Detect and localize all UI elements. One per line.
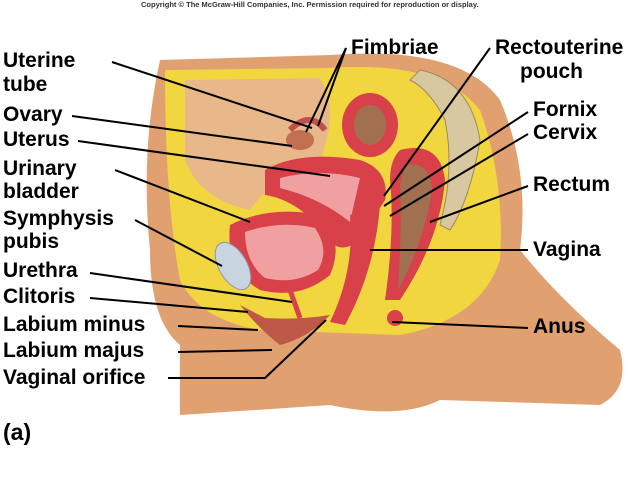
label-symphysis-pubis-2: pubis [3, 230, 59, 253]
label-rectum: Rectum [533, 173, 611, 196]
label-vaginal-orifice: Vaginal orifice [3, 366, 146, 389]
leader-lines [71, 47, 529, 379]
label-urethra: Urethra [3, 259, 78, 282]
vagina [330, 205, 380, 325]
label-symphysis-pubis: Symphysis [3, 207, 114, 230]
label-uterus: Uterus [3, 128, 70, 151]
symphysis-pubis [214, 241, 252, 291]
label-fimbriae: Fimbriae [351, 36, 439, 59]
panel-label: (a) [3, 419, 32, 445]
labia [240, 305, 330, 345]
uterine-tube [287, 117, 328, 133]
label-anus: Anus [533, 315, 586, 338]
label-rectouterine-pouch: Rectouterine [495, 36, 624, 59]
label-uterine-tube-2: tube [3, 73, 48, 96]
label-cervix: Cervix [533, 121, 598, 144]
sacrum [409, 69, 481, 231]
label-uterine-tube: Uterine [3, 49, 76, 72]
label-urinary-bladder-2: bladder [3, 180, 79, 203]
copyright-notice: Copyright © The McGraw-Hill Companies, I… [141, 0, 479, 9]
urethra [287, 289, 303, 319]
ovary [286, 130, 314, 150]
label-labium-majus: Labium majus [3, 339, 145, 362]
label-urinary-bladder: Urinary [3, 157, 77, 180]
label-labium-minus: Labium minus [3, 313, 146, 336]
label-clitoris: Clitoris [3, 285, 76, 308]
label-rectouterine-pouch-2: pouch [520, 60, 583, 83]
anus [387, 310, 403, 326]
abdominal-cavity [185, 78, 330, 210]
label-ovary: Ovary [3, 103, 63, 126]
label-vagina: Vagina [533, 238, 601, 261]
label-fornix: Fornix [533, 98, 598, 121]
